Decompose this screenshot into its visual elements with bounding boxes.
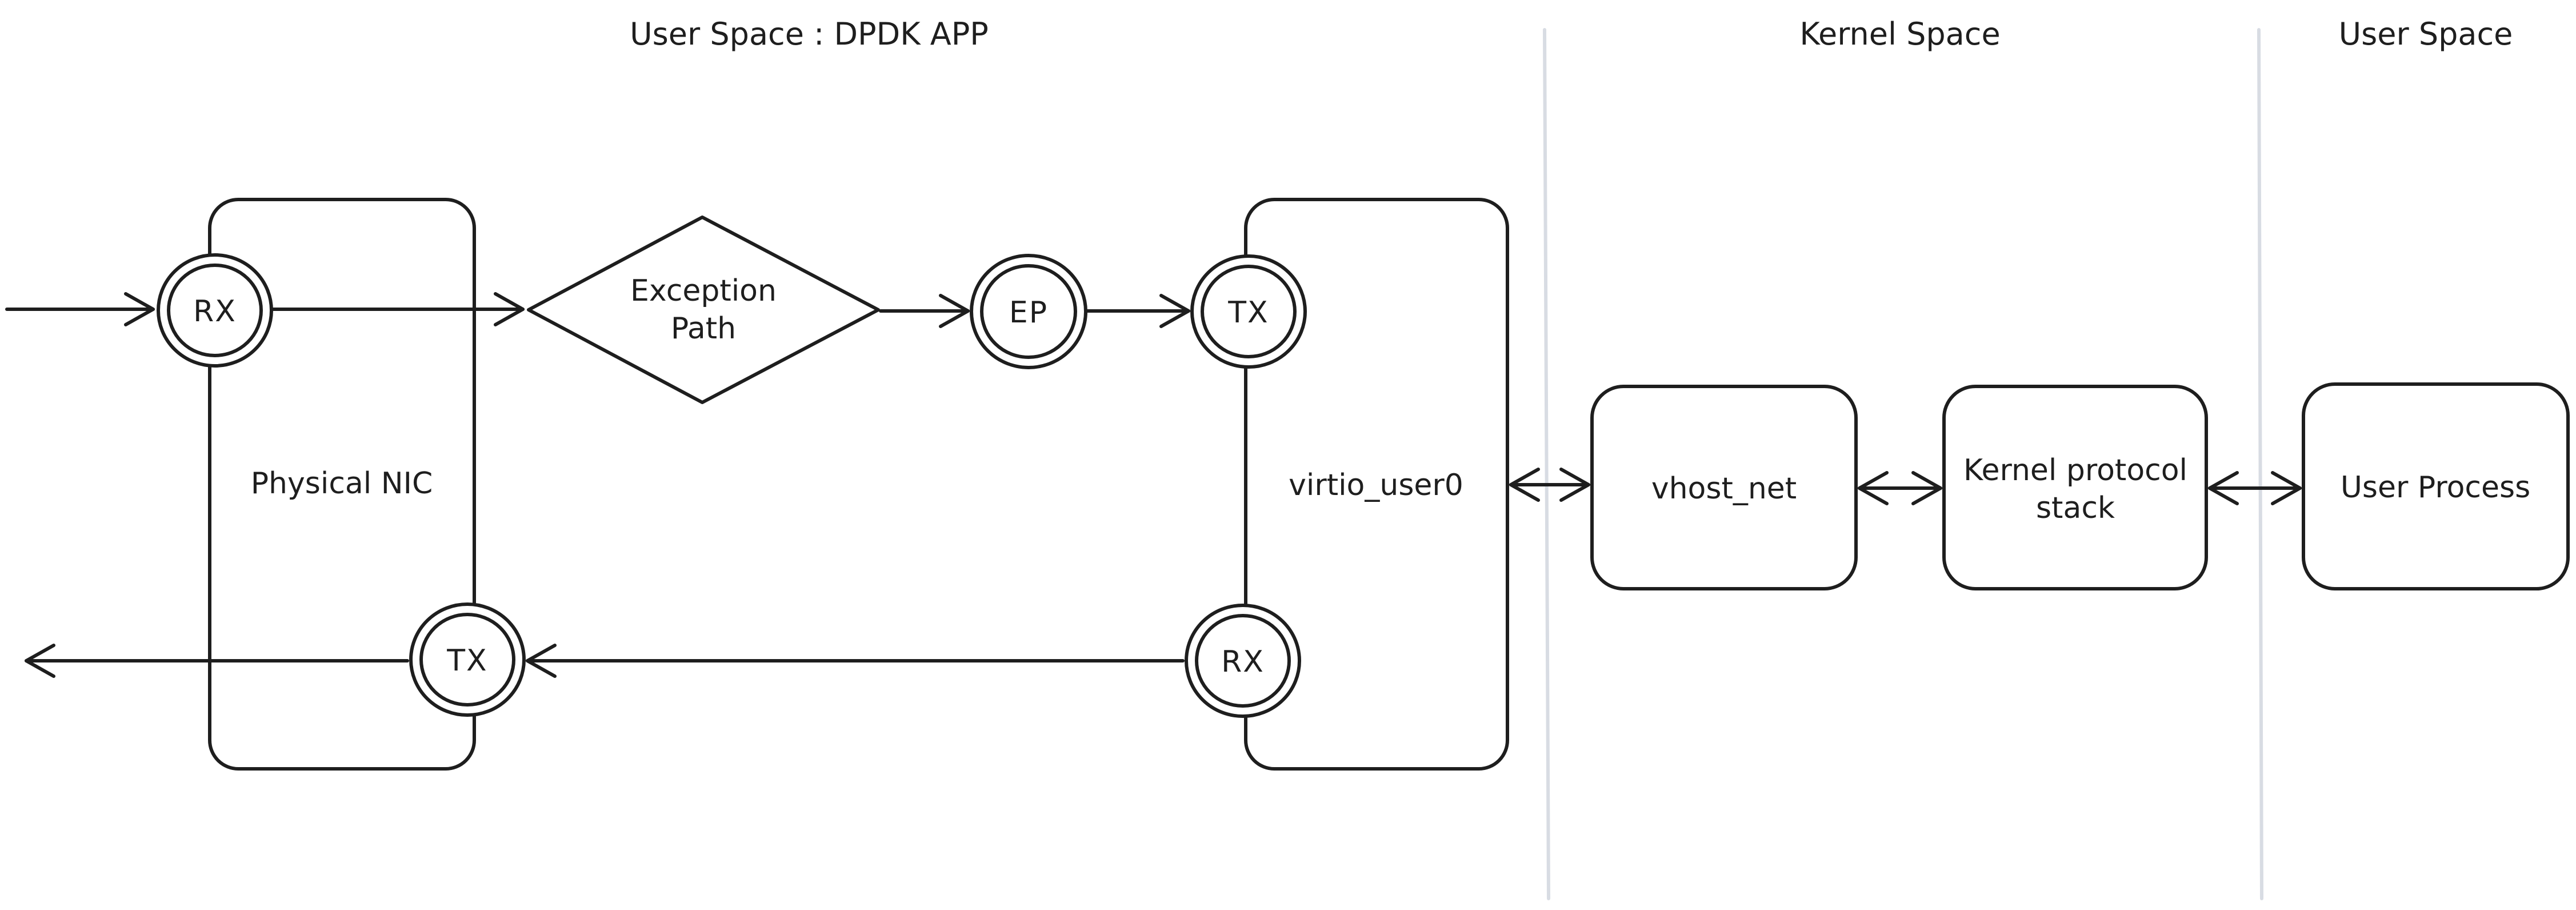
nic-tx-inner-circle [419,613,515,707]
virtio-tx-inner-circle [1201,265,1297,358]
virtio-rx-port: RX [1185,604,1301,718]
virtio-user0-outline [1244,198,1509,771]
ep-inner-circle [980,264,1077,359]
ep-outer-circle [970,254,1087,369]
virtio-tx-label: TX [1227,296,1269,330]
exception-path-label-line1: Exception [630,274,777,308]
nic-rx-label: RX [193,294,237,329]
section-label-kernel-space: Kernel Space [1799,16,2000,52]
exception-path-diamond: Exception Path [527,215,880,404]
nic-tx-outer-circle [409,602,526,717]
virtio-tx-outer-circle [1190,254,1307,369]
nic-tx-port: TX [409,602,526,717]
virtio-rx-outer-circle [1185,604,1301,718]
virtio-rx-label: RX [1221,645,1265,679]
kernel-protocol-stack-box: Kernel protocol stack [1942,385,2208,590]
vhost-net-label: vhost_net [1651,472,1797,506]
kernel-space-divider-right [2257,28,2263,900]
user-process-label: User Process [2341,470,2530,505]
virtio-user0-box: virtio_user0 [1244,198,1509,771]
section-label-user-space-dpdk: User Space : DPDK APP [630,16,989,52]
virtio-rx-inner-circle [1195,614,1291,708]
virtio-tx-port: TX [1190,254,1307,369]
exception-path-outline [527,215,880,404]
physical-nic-outline [208,198,476,771]
ep-node: EP [970,254,1087,369]
vhost-net-outline [1590,385,1858,590]
kernel-protocol-stack-outline [1942,385,2208,590]
section-label-user-space: User Space [2339,16,2513,52]
physical-nic-label: Physical NIC [251,466,433,501]
exception-path-label-line2: Path [671,312,736,346]
nic-rx-inner-circle [167,264,263,357]
nic-tx-label: TX [446,644,487,678]
kernel-protocol-stack-label-line2: stack [2036,491,2115,525]
physical-nic-box: Physical NIC [208,198,476,771]
kernel-protocol-stack-label-line1: Kernel protocol [1963,453,2187,488]
nic-rx-outer-circle [157,253,273,368]
user-process-outline [2302,382,2570,590]
ep-label: EP [1009,296,1048,330]
nic-rx-port: RX [157,253,273,368]
kernel-space-divider-left [1543,28,1550,900]
virtio-user0-label: virtio_user0 [1289,468,1463,502]
user-process-box: User Process [2302,382,2570,590]
vhost-net-box: vhost_net [1590,385,1858,590]
